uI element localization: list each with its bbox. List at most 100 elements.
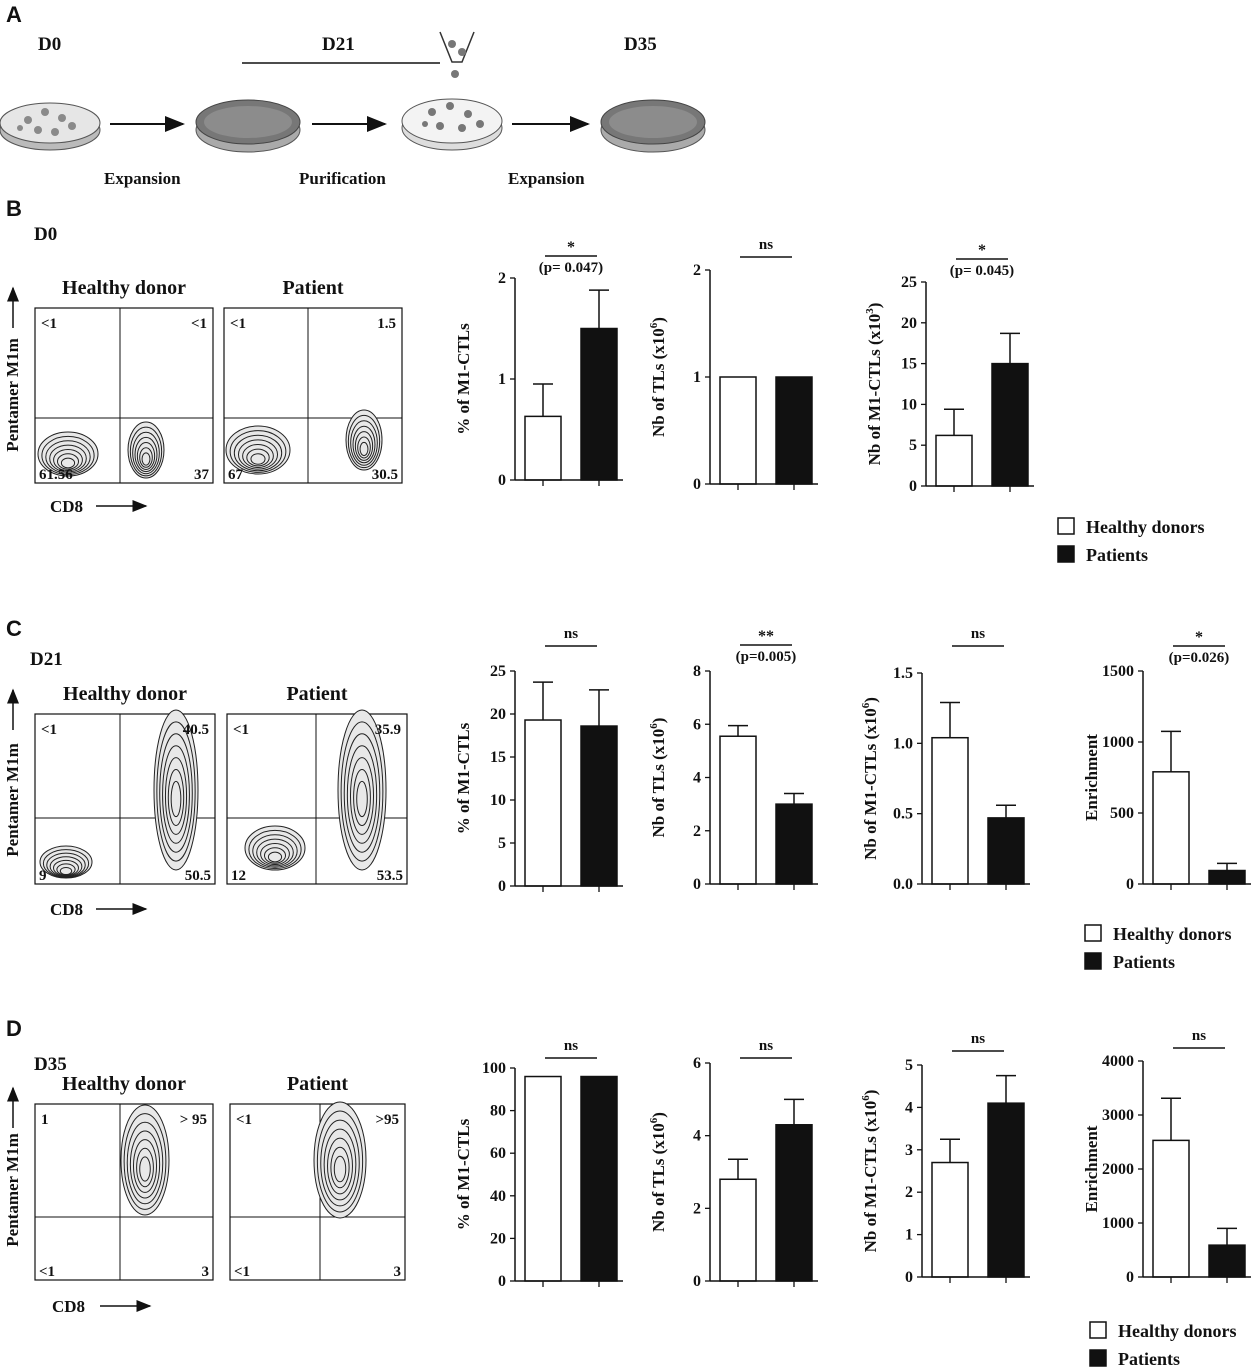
y-tick-label: 100 [482, 1060, 506, 1077]
panel-letter-c: C [6, 616, 22, 641]
y-tick-label: 4 [693, 1128, 701, 1145]
quadrant-ll-value: 67 [228, 467, 244, 483]
y-axis-label-exponent: 6 [648, 322, 660, 328]
timeline-day-d35: D35 [624, 34, 657, 55]
legend-swatch-healthy [1084, 924, 1102, 942]
y-axis-label-text: Nb of TLs (x10 [649, 729, 668, 838]
contour-line [167, 769, 185, 826]
contour-line [256, 838, 294, 867]
contour-line [246, 448, 270, 467]
legend-label-healthy: Healthy donors [1113, 924, 1232, 944]
significance-label: ns [564, 1038, 578, 1054]
y-axis-label: Nb of M1-CTLs (x103) [864, 303, 884, 466]
contour-line [320, 1119, 360, 1207]
contour-line [139, 1156, 151, 1182]
contour-line [346, 745, 378, 844]
flow-y-axis-label: Pentamer M1m [3, 338, 22, 451]
y-axis-label-exponent: 6 [860, 702, 872, 708]
y-axis-label: Enrichment [1082, 1125, 1101, 1212]
contour-line [353, 769, 371, 826]
bar-patients [987, 1102, 1025, 1278]
flow-plot-title: Patient [287, 1073, 348, 1095]
y-tick-label: 1 [905, 1227, 913, 1244]
y-axis-label-text: Nb of TLs (x10 [649, 1123, 668, 1232]
quadrant-ul-value: <1 [41, 316, 57, 332]
flow-plot-title: Healthy donor [62, 1073, 186, 1095]
contour-line [56, 863, 76, 876]
y-axis-label-exponent: 6 [648, 723, 660, 729]
y-axis-label: % of M1-CTLs [454, 323, 473, 435]
y-tick-label: 5 [905, 1057, 913, 1074]
legend-label-healthy: Healthy donors [1118, 1321, 1237, 1341]
panel-letter-d: D [6, 1016, 22, 1041]
significance-label: ns [1192, 1028, 1206, 1044]
contour-line [164, 757, 188, 835]
contour-line [46, 852, 86, 878]
contour-line [134, 436, 158, 473]
y-axis-label-text: % of M1-CTLs [454, 323, 473, 435]
flow-x-axis-label: CD8 [50, 900, 83, 919]
contour-line [349, 757, 375, 835]
y-axis-label-text: % of M1-CTLs [454, 722, 473, 834]
contour-line [39, 845, 93, 879]
contour-line [260, 842, 290, 866]
contour-line [42, 849, 90, 878]
quadrant-ur-value: 35.9 [375, 722, 401, 738]
contour-line [343, 733, 381, 853]
bar-healthy-donors [719, 735, 757, 885]
y-tick-label: 10 [490, 792, 506, 809]
timeline-day-d0: D0 [38, 34, 61, 55]
bar-healthy-donors [931, 736, 969, 885]
flow-plot-frame [34, 1103, 214, 1281]
contour-line [225, 425, 291, 475]
y-tick-label: 2000 [1102, 1161, 1134, 1178]
contour-line [252, 834, 298, 868]
quadrant-lr-value: 53.5 [377, 868, 403, 884]
y-tick-label: 10 [901, 396, 917, 413]
y-tick-label: 5 [498, 835, 506, 852]
y-tick-label: 8 [693, 663, 701, 680]
quadrant-ul-value: <1 [233, 722, 249, 738]
y-tick-label: 6 [693, 716, 701, 733]
contour-line [156, 721, 196, 862]
culture-dish-purified [401, 98, 503, 151]
y-axis-label-close: ) [649, 1112, 668, 1118]
contour-line [41, 435, 95, 476]
y-tick-label: 1.5 [893, 665, 913, 682]
bar-patients [775, 1124, 813, 1282]
contour-line [132, 1139, 158, 1193]
quadrant-lr-value: 3 [202, 1264, 210, 1280]
contour-line [59, 866, 73, 876]
flow-plot-title: Patient [286, 683, 347, 705]
y-tick-label: 0.5 [893, 806, 913, 823]
bar-chart-c-6: 0.00.51.01.5Nb of M1-CTLs (x106)ns [860, 626, 1030, 893]
contour-line [139, 447, 153, 468]
flow-plot-title: Patient [282, 277, 343, 299]
flow-y-axis-label: Pentamer M1m [3, 743, 22, 856]
quadrant-ll-value: 61.56 [39, 467, 73, 483]
contour-line [359, 441, 369, 457]
quadrant-lr-value: 37 [194, 467, 210, 483]
contour-line [356, 780, 368, 818]
contour-line [267, 851, 283, 863]
quadrant-ur-value: 40.5 [183, 722, 209, 738]
contour-line [229, 430, 287, 473]
contour-line [45, 440, 91, 474]
y-tick-label: 40 [490, 1188, 506, 1205]
quadrant-ll-value: <1 [39, 1264, 55, 1280]
y-axis-label-text: Nb of M1-CTLs (x10 [861, 1101, 880, 1253]
y-axis-label: Nb of TLs (x106) [648, 317, 668, 437]
contour-line [350, 420, 378, 466]
legend-swatch-healthy [1089, 1321, 1107, 1339]
pipette-icon [439, 31, 475, 78]
